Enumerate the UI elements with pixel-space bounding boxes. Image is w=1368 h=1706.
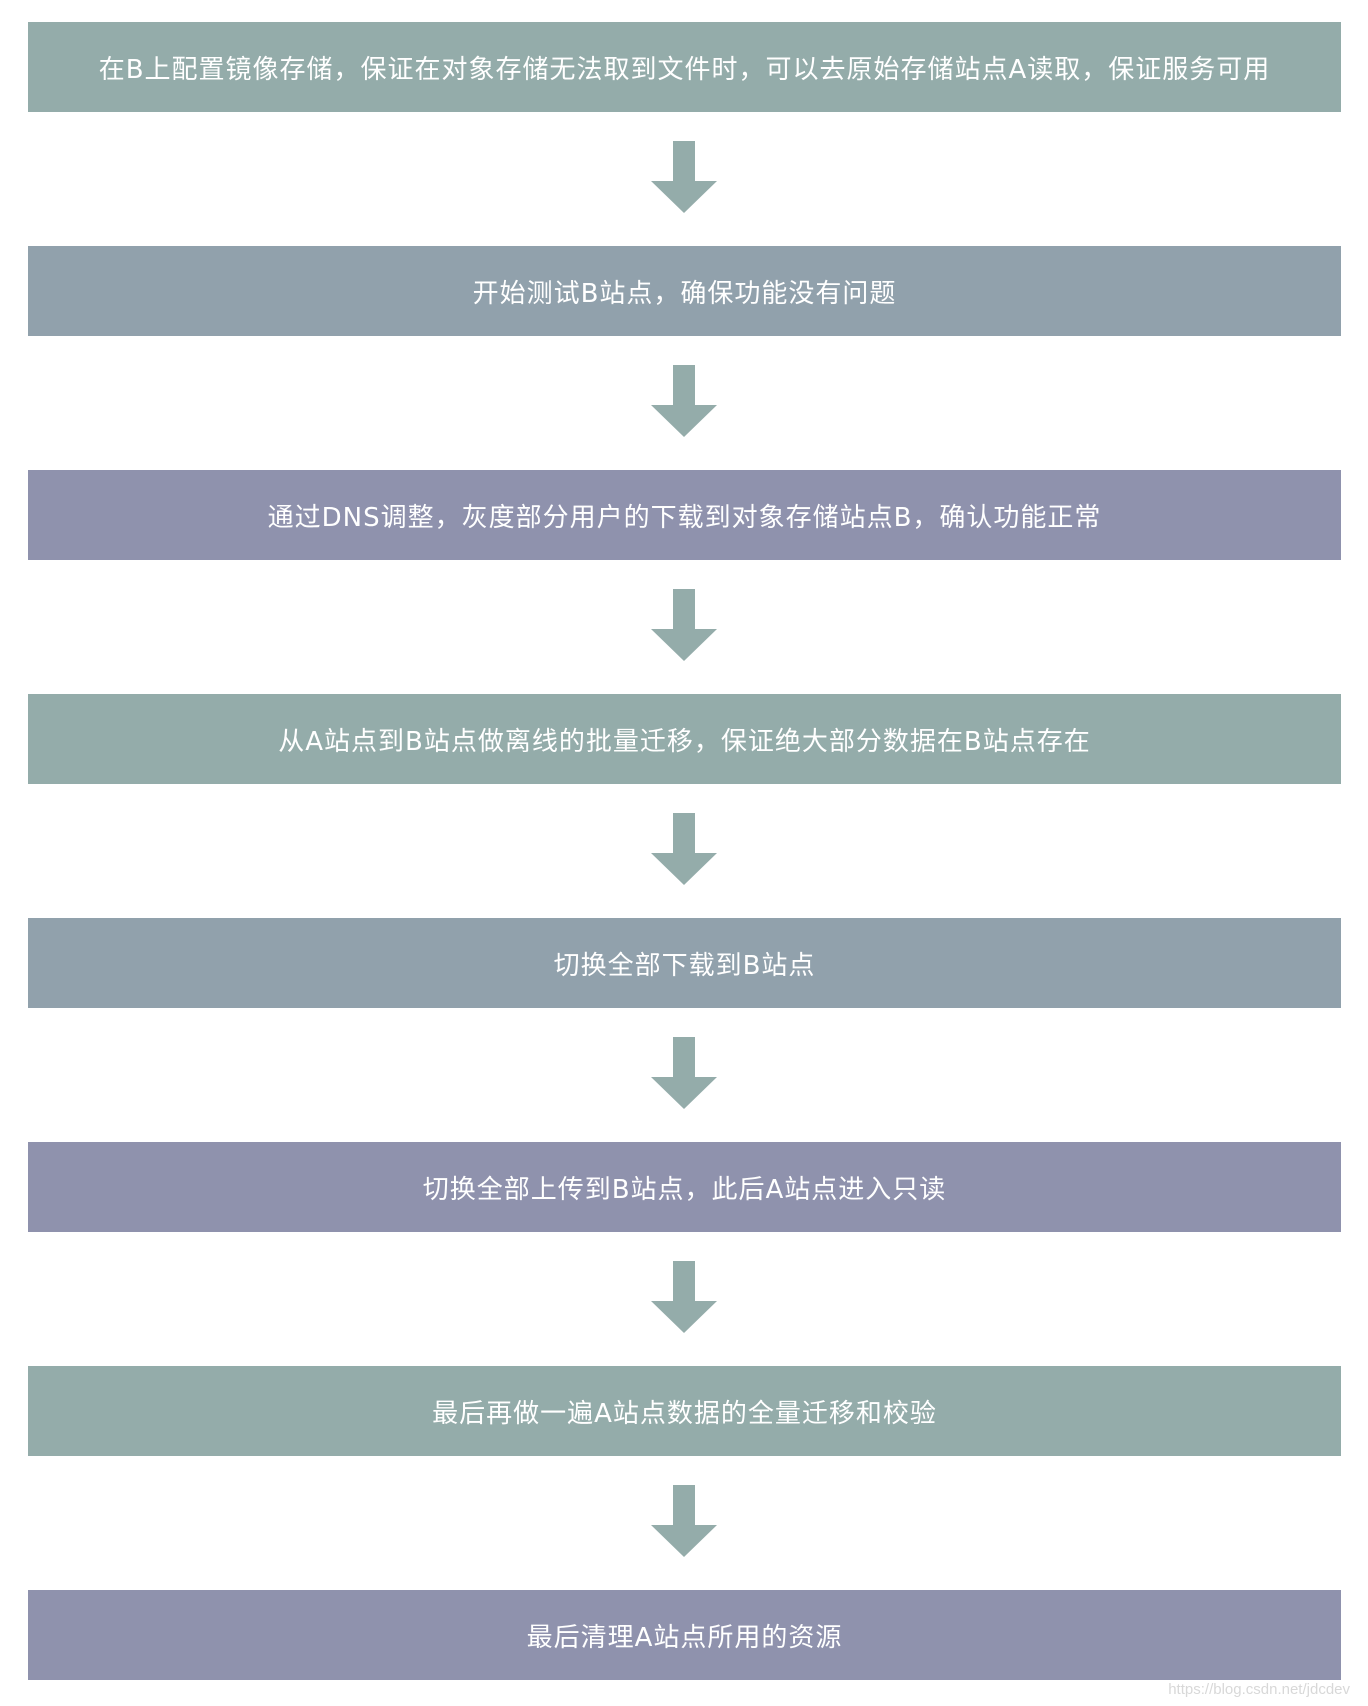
step-2-label: 开始测试B站点，确保功能没有问题	[472, 278, 897, 309]
arrow-down-icon	[651, 1261, 717, 1333]
arrow-down-icon	[651, 1037, 717, 1109]
arrow-down-icon	[651, 589, 717, 661]
step-5-box: 切换全部下载到B站点	[28, 918, 1341, 1008]
step-6-label: 切换全部上传到B站点，此后A站点进入只读	[422, 1174, 947, 1205]
arrow-down-icon	[651, 141, 717, 213]
arrow-down-icon	[651, 365, 717, 437]
step-3-box: 通过DNS调整，灰度部分用户的下载到对象存储站点B，确认功能正常	[28, 470, 1341, 560]
step-4-box: 从A站点到B站点做离线的批量迁移，保证绝大部分数据在B站点存在	[28, 694, 1341, 784]
step-4-label: 从A站点到B站点做离线的批量迁移，保证绝大部分数据在B站点存在	[278, 726, 1091, 757]
step-8-box: 最后清理A站点所用的资源	[28, 1590, 1341, 1680]
step-1-box: 在B上配置镜像存储，保证在对象存储无法取到文件时，可以去原始存储站点A读取，保证…	[28, 22, 1341, 112]
step-6-box: 切换全部上传到B站点，此后A站点进入只读	[28, 1142, 1341, 1232]
watermark: https://blog.csdn.net/jdcdev	[1168, 1681, 1350, 1698]
arrow-down-icon	[651, 813, 717, 885]
step-7-label: 最后再做一遍A站点数据的全量迁移和校验	[432, 1398, 937, 1429]
step-8-label: 最后清理A站点所用的资源	[526, 1622, 843, 1653]
step-5-label: 切换全部下载到B站点	[553, 950, 816, 981]
step-3-label: 通过DNS调整，灰度部分用户的下载到对象存储站点B，确认功能正常	[267, 502, 1102, 533]
arrow-down-icon	[651, 1485, 717, 1557]
step-7-box: 最后再做一遍A站点数据的全量迁移和校验	[28, 1366, 1341, 1456]
step-2-box: 开始测试B站点，确保功能没有问题	[28, 246, 1341, 336]
step-1-label: 在B上配置镜像存储，保证在对象存储无法取到文件时，可以去原始存储站点A读取，保证…	[98, 54, 1271, 85]
